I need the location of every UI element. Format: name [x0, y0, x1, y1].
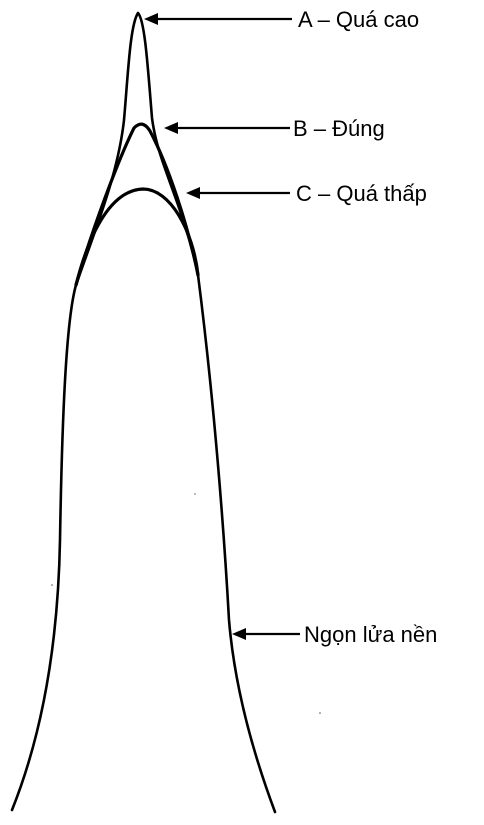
leader-arrow-a	[144, 13, 292, 25]
scan-speck	[319, 712, 321, 714]
base-flame-left-edge	[10, 283, 78, 812]
leader-arrow-b	[164, 122, 290, 134]
label-b-correct: B – Đúng	[293, 116, 385, 141]
base-flame-right-edge	[196, 273, 277, 814]
label-base-flame: Ngọn lửa nền	[304, 622, 437, 647]
scan-speck	[51, 584, 53, 586]
flame-cone-b-correct	[74, 122, 200, 287]
leader-arrow-c	[186, 187, 290, 199]
flame-cone-a-too-high	[74, 11, 200, 287]
flame-cone-c-too-low	[74, 187, 200, 287]
leader-arrow-base-flame	[232, 628, 300, 640]
scan-speck	[194, 493, 196, 495]
label-c-too-low: C – Quá thấp	[296, 181, 427, 206]
label-a-too-high: A – Quá cao	[298, 7, 419, 32]
